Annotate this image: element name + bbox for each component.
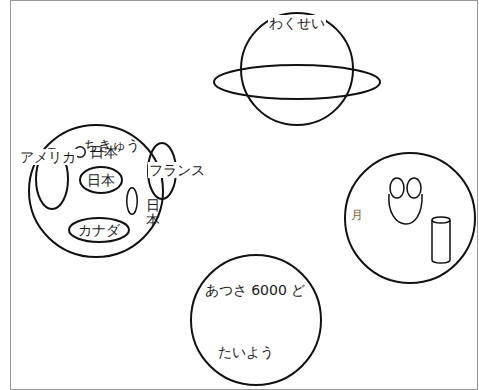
node-label: 日本	[90, 144, 118, 161]
node-label: カナダ	[78, 222, 120, 239]
node-label: わくせい	[268, 15, 326, 32]
outline-shape	[69, 218, 129, 242]
node-label: フランス	[148, 162, 206, 179]
country-shape: カナダ	[68, 217, 130, 243]
outline-shape	[191, 255, 321, 385]
country-shape: 日本	[126, 187, 138, 215]
moon-eye	[407, 178, 421, 198]
outline-shape	[127, 188, 138, 215]
outline	[344, 152, 476, 284]
outline-shape	[345, 153, 475, 283]
node-label: 日本	[146, 198, 160, 229]
node-label: たいよう	[218, 344, 274, 361]
country-shape: アメリカ	[35, 148, 69, 210]
moon-circle: 月	[344, 152, 476, 284]
node-label: アメリカ	[19, 149, 77, 166]
outline	[190, 254, 322, 386]
planet-ring	[214, 65, 380, 99]
sun-circle: あつさ 6000 どたいよう	[190, 254, 322, 386]
planet-circle: ちきゅうアメリカ日本日本フランス日本カナダ	[28, 124, 164, 258]
outline-shape	[80, 167, 122, 193]
frame	[11, 1, 478, 390]
node-label: 日本	[87, 172, 115, 189]
outline-shape	[75, 147, 86, 158]
node-label: あつさ 6000 ど	[205, 282, 306, 299]
cylinder-top	[432, 217, 450, 223]
moon-figure	[389, 194, 422, 224]
outline-shape	[29, 125, 163, 257]
moon-eye	[390, 178, 404, 198]
cylinder	[432, 220, 450, 263]
country-shape: フランス	[147, 142, 177, 200]
outline	[126, 187, 138, 215]
planet-circle: わくせい	[240, 12, 354, 126]
country-shape: 日本	[79, 166, 123, 194]
outline-shape	[241, 13, 353, 125]
node-label: 月	[351, 208, 363, 222]
